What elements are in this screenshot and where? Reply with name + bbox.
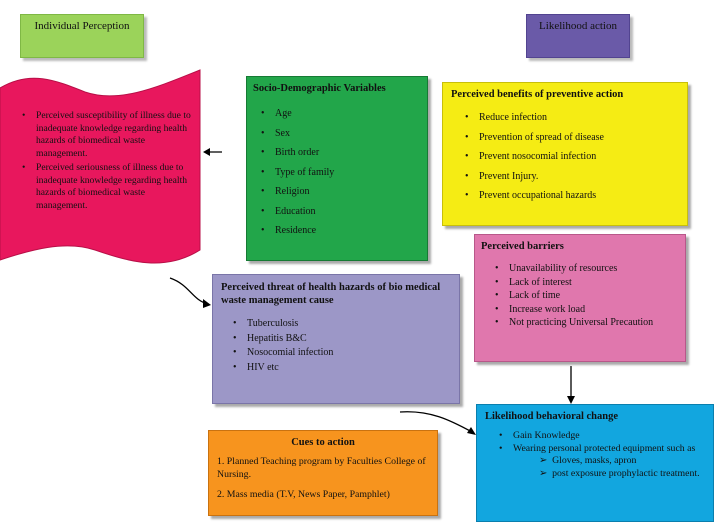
benefit-item: Prevent occupational hazards bbox=[457, 186, 679, 206]
likelihood-change-box: Likelihood behavioral change Gain Knowle… bbox=[476, 404, 714, 522]
change-subitem: ➢ Gloves, masks, apron bbox=[539, 455, 705, 468]
benefit-item: Prevent Injury. bbox=[457, 167, 679, 187]
cues-item-1: 1. Planned Teaching program by Faculties… bbox=[217, 456, 426, 480]
threat-item: Nosocomial infection bbox=[225, 346, 451, 361]
perceived-barriers-box: Perceived barriers Unavailability of res… bbox=[474, 234, 686, 362]
change-subitem-text: Gloves, masks, apron bbox=[552, 455, 637, 466]
change-subitem: ➢ post exposure prophylactic treatment. bbox=[539, 468, 705, 481]
perceived-benefits-box: Perceived benefits of preventive action … bbox=[442, 82, 688, 226]
cues-to-action-title: Cues to action bbox=[291, 437, 355, 448]
socio-item-sex: Sex bbox=[253, 124, 421, 144]
perceived-barriers-list: Unavailability of resources Lack of inte… bbox=[481, 262, 679, 330]
perception-scroll: Perceived susceptibility of illness due … bbox=[14, 110, 198, 212]
cues-to-action-box: Cues to action 1. Planned Teaching progr… bbox=[208, 430, 438, 516]
socio-item-age: Age bbox=[253, 104, 421, 124]
perceived-threat-title: Perceived threat of health hazards of bi… bbox=[221, 282, 441, 306]
likelihood-change-sublist: ➢ Gloves, masks, apron ➢ post exposure p… bbox=[539, 455, 705, 480]
cues-item-2: 2. Mass media (T.V, News Paper, Pamphlet… bbox=[217, 489, 390, 500]
change-item: Wearing personal protected equipment suc… bbox=[491, 443, 705, 456]
arrow-bullet-icon: ➢ bbox=[539, 455, 553, 466]
perceived-barriers-title: Perceived barriers bbox=[481, 241, 564, 252]
arrow-scroll-to-threat bbox=[169, 277, 209, 305]
barrier-item: Lack of interest bbox=[487, 276, 679, 290]
socio-demographic-title: Socio-Demographic Variables bbox=[253, 83, 386, 94]
socio-item-birth-order: Birth order bbox=[253, 143, 421, 163]
threat-item: Hepatitis B&C bbox=[225, 332, 451, 347]
perceived-benefits-list: Reduce infection Prevention of spread of… bbox=[451, 108, 679, 206]
benefit-item: Reduce infection bbox=[457, 108, 679, 128]
change-subitem-text: post exposure prophylactic treatment. bbox=[552, 467, 700, 479]
likelihood-action-label: Likelihood action bbox=[526, 14, 630, 58]
likelihood-action-text: Likelihood action bbox=[539, 20, 617, 32]
socio-item-religion: Religion bbox=[253, 182, 421, 202]
individual-perception-text: Individual Perception bbox=[34, 20, 130, 32]
arrowhead-threat bbox=[203, 299, 211, 308]
likelihood-change-title: Likelihood behavioral change bbox=[485, 411, 619, 422]
barrier-item: Not practicing Universal Precaution bbox=[487, 316, 679, 330]
change-item: Gain Knowledge bbox=[491, 430, 705, 443]
barrier-item: Lack of time bbox=[487, 289, 679, 303]
perceived-threat-list: Tuberculosis Hepatitis B&C Nosocomial in… bbox=[221, 317, 451, 375]
socio-item-education: Education bbox=[253, 202, 421, 222]
barrier-item: Unavailability of resources bbox=[487, 262, 679, 276]
benefit-item: Prevention of spread of disease bbox=[457, 128, 679, 148]
perception-list: Perceived susceptibility of illness due … bbox=[14, 110, 198, 212]
threat-item: HIV etc bbox=[225, 361, 451, 376]
likelihood-change-list: Gain Knowledge Wearing personal protecte… bbox=[485, 430, 705, 455]
socio-demographic-list: Age Sex Birth order Type of family Relig… bbox=[253, 104, 421, 241]
barrier-item: Increase work load bbox=[487, 303, 679, 317]
perception-item: Perceived susceptibility of illness due … bbox=[14, 110, 198, 160]
perceived-benefits-title: Perceived benefits of preventive action bbox=[451, 89, 624, 100]
arrow-bullet-icon: ➢ bbox=[539, 467, 553, 479]
perceived-threat-box: Perceived threat of health hazards of bi… bbox=[212, 274, 460, 404]
arrow-threat-to-change bbox=[399, 411, 473, 433]
socio-item-residence: Residence bbox=[253, 221, 421, 241]
perception-item: Perceived seriousness of illness due to … bbox=[14, 162, 198, 212]
arrowhead-barriers bbox=[567, 396, 575, 404]
socio-demographic-box: Socio-Demographic Variables Age Sex Birt… bbox=[246, 76, 428, 261]
benefit-item: Prevent nosocomial infection bbox=[457, 147, 679, 167]
arrowhead-demographic bbox=[203, 148, 210, 156]
arrowhead-change bbox=[467, 427, 476, 435]
individual-perception-label: Individual Perception bbox=[20, 14, 144, 58]
socio-item-type-of-family: Type of family bbox=[253, 163, 421, 183]
threat-item: Tuberculosis bbox=[225, 317, 451, 332]
